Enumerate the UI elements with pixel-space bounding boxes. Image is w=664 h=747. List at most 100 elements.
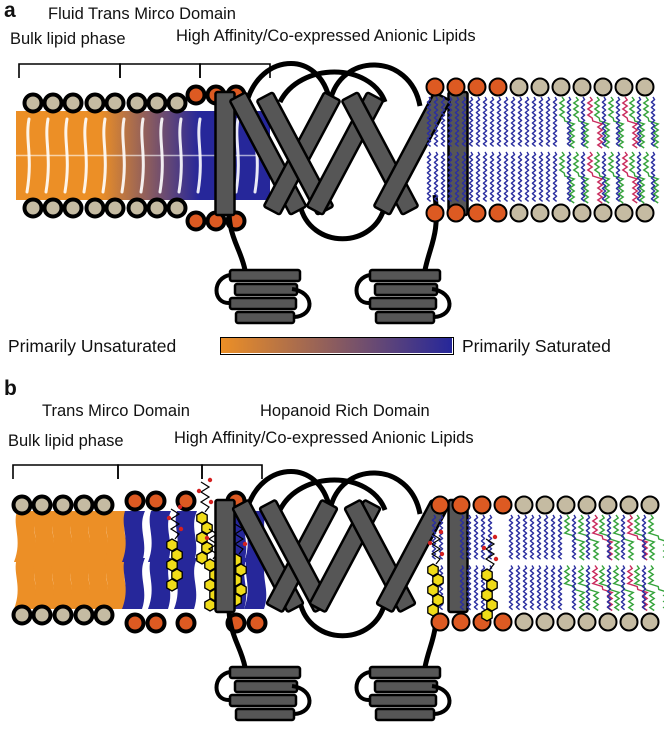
cyto-loop [214, 670, 231, 702]
cyto-helix [233, 679, 299, 694]
unsaturated-tail [32, 511, 55, 562]
anionic-head [124, 612, 146, 634]
lipid-head [446, 77, 466, 97]
lipid-chain [621, 151, 639, 204]
bulk-lipid-bracket-b [12, 464, 119, 479]
lipid-chain [536, 565, 542, 611]
lipid-head [572, 203, 592, 223]
lipid-chain [482, 151, 488, 202]
lipid-chain [508, 565, 514, 611]
lipid-chain [496, 151, 502, 202]
panel-b-letter: b [4, 377, 17, 400]
lipid-head [62, 92, 84, 114]
lipid-chain [585, 514, 591, 560]
lipid-chain [557, 565, 563, 611]
lipid-head [598, 495, 618, 515]
lipid-chain [487, 514, 493, 560]
lipid-head [472, 495, 492, 515]
lipid-head [535, 612, 555, 632]
cyto-helix [368, 693, 438, 708]
lipid-chain [440, 96, 446, 147]
lipid-chain [636, 96, 642, 147]
lipid-head [514, 495, 534, 515]
lipid-chain [586, 151, 604, 204]
lipid-chain [536, 514, 542, 560]
hydroxyl-dot [242, 541, 248, 547]
lipid-chain [466, 565, 472, 611]
hopanoid-ring [481, 568, 493, 582]
lipid-head [52, 604, 74, 626]
lipid-chain [620, 565, 626, 611]
lipid-chain [647, 565, 664, 609]
lipid-chain [620, 514, 626, 560]
hopanoid-tail [484, 538, 496, 570]
lipid-head [593, 203, 613, 223]
cyto-helix [228, 268, 302, 283]
lipid-head [467, 77, 487, 97]
hopanoid-ring [166, 538, 178, 552]
lipid-head [551, 77, 571, 97]
lipid-chain [433, 96, 439, 147]
lipid-chain [628, 151, 646, 204]
anionic-head [185, 210, 207, 232]
saturation-gradient-bar [220, 337, 454, 355]
lipid-chain [636, 151, 642, 202]
lipid-chain [459, 514, 465, 560]
saturated-tail [122, 511, 145, 562]
tm-helix [373, 91, 451, 216]
panel-a-art [16, 61, 660, 325]
lipid-chain [550, 565, 556, 611]
lipid-chain [440, 151, 446, 202]
lipid-chain [461, 151, 467, 202]
tail-separator [196, 117, 202, 194]
lipid-chain [593, 96, 611, 149]
hopanoid-tail [430, 533, 442, 565]
tail-separator [158, 117, 164, 194]
lipid-chain [557, 514, 563, 560]
hopanoid-domain-label: Hopanoid Rich Domain [260, 402, 430, 420]
lipid-head [73, 494, 95, 516]
lipid-head [635, 203, 655, 223]
lipid-head [640, 495, 660, 515]
lipid-head [166, 92, 188, 114]
lipid-chain [572, 151, 590, 204]
lipid-head [514, 612, 534, 632]
cyto-helix [368, 268, 442, 283]
lipid-chain [552, 151, 558, 202]
lipid-head [84, 197, 106, 219]
lipid-chain [591, 565, 614, 612]
lipid-head [11, 604, 33, 626]
bulk-lipid-label-b: Bulk lipid phase [8, 432, 124, 450]
lipid-chain [545, 96, 551, 147]
hopanoid-molecule [427, 529, 445, 617]
anionic-head [124, 490, 146, 512]
lipid-head [126, 92, 148, 114]
lipid-head [430, 612, 450, 632]
hopanoid-ring [171, 568, 183, 582]
hydroxyl-dot [166, 515, 172, 521]
cyto-loop [354, 273, 371, 305]
lipid-head [451, 495, 471, 515]
lipid-head [551, 203, 571, 223]
lipid-chain [641, 565, 647, 611]
cyto-helix [373, 679, 439, 694]
cyto-helix [368, 296, 438, 311]
tail-separator [25, 117, 31, 194]
cyto-loop [291, 684, 312, 716]
hopanoid-molecule [166, 504, 184, 592]
lipid-chain [522, 565, 528, 611]
lipid-chain [593, 151, 611, 204]
lipid-chain [580, 96, 586, 147]
hydroxyl-dot [493, 556, 499, 562]
lipid-chain [607, 96, 625, 149]
unsaturated-tail [50, 558, 73, 609]
lipid-chain [489, 96, 495, 147]
unsaturated-tail [68, 558, 91, 609]
lipid-chain [641, 514, 647, 560]
lipid-head [430, 495, 450, 515]
hydroxyl-dot [492, 534, 498, 540]
tail-separator [63, 117, 69, 194]
lipid-head [11, 494, 33, 516]
